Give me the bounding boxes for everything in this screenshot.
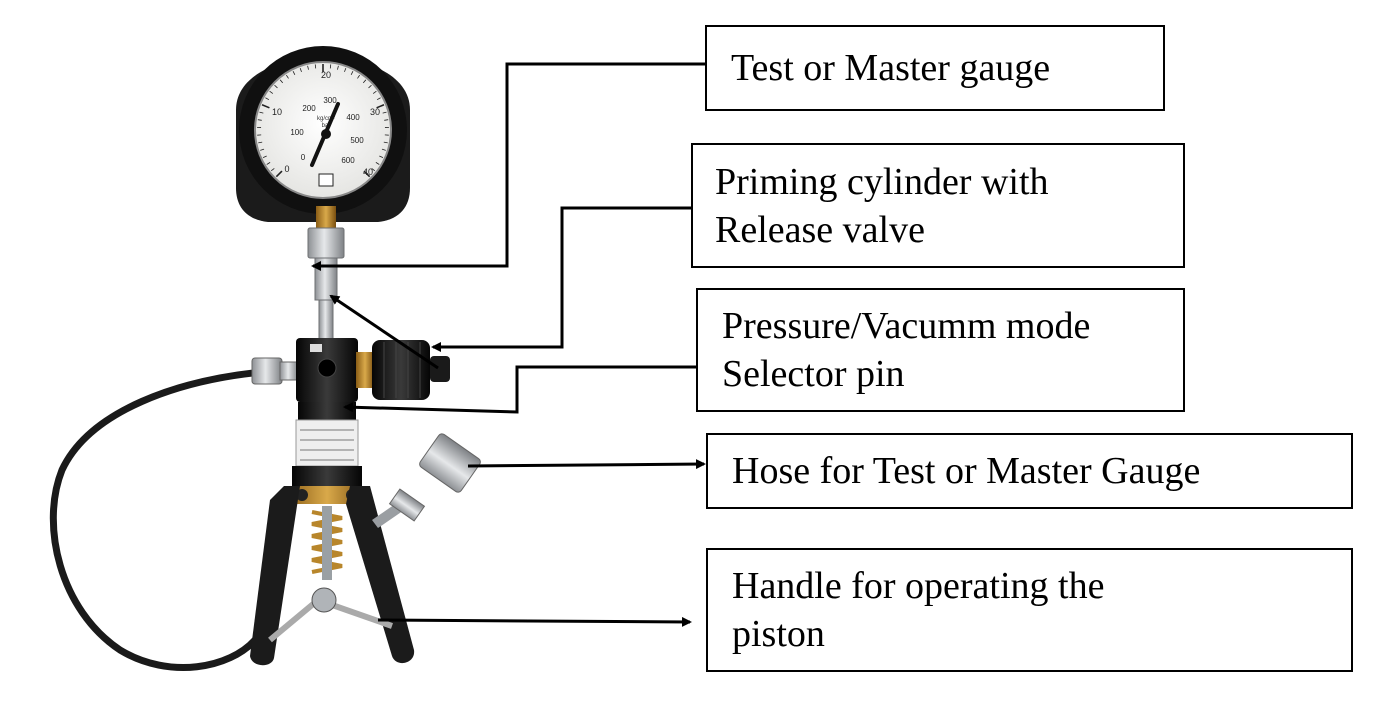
pump-body <box>292 338 362 488</box>
label-test-gauge: Test or Master gauge <box>705 25 1165 111</box>
inner-scale-500: 500 <box>350 136 364 145</box>
label-hose: Hose for Test or Master Gauge <box>706 433 1353 509</box>
outer-scale-0: 0 <box>284 164 289 174</box>
label-priming-line2: Release valve <box>715 208 925 251</box>
gauge-tick <box>307 65 309 70</box>
label-priming-line1: Priming cylinder with <box>715 160 1049 203</box>
label-handle: Handle for operating the piston <box>706 548 1353 672</box>
inner-scale: 0 100 200 300 400 500 600 <box>290 96 364 165</box>
gauge-tick <box>258 141 263 144</box>
gauge-tick <box>259 111 264 114</box>
inner-scale-600: 600 <box>341 156 355 165</box>
gauge-tick <box>337 65 339 70</box>
gauge-tick <box>285 74 289 79</box>
gauge-tick <box>257 119 262 121</box>
gauge-tick <box>275 170 283 178</box>
test-gauge: 0 10 20 30 40 0 100 200 300 400 500 600 … <box>236 46 410 222</box>
gauge-tick <box>384 119 389 121</box>
gauge-stem <box>307 206 345 341</box>
label-hose-text: Hose for Test or Master Gauge <box>732 450 1201 492</box>
inner-scale-200: 200 <box>302 104 316 113</box>
gauge-tick <box>260 148 265 151</box>
label-handle-line2: piston <box>732 613 825 655</box>
gauge-tick <box>269 90 274 94</box>
gauge-tick <box>279 79 284 84</box>
inner-scale-0: 0 <box>301 153 306 162</box>
gauge-tick <box>383 141 388 144</box>
label-selector-pin: Pressure/Vacumm mode Selector pin <box>696 288 1185 412</box>
gauge-tick <box>362 79 367 84</box>
label-test-gauge-text: Test or Master gauge <box>731 47 1051 89</box>
inner-scale-300: 300 <box>323 96 337 105</box>
gauge-logo <box>318 173 334 187</box>
left-hose-fitting <box>251 357 299 385</box>
gauge-tick <box>357 74 361 79</box>
gauge-tick <box>261 104 270 109</box>
gauge-tick <box>381 148 386 151</box>
leader-lines <box>311 62 706 627</box>
gauge-tick <box>372 90 377 94</box>
leader-hose <box>467 459 706 470</box>
inner-scale-100: 100 <box>290 128 304 137</box>
outer-scale-40: 40 <box>363 167 373 177</box>
label-handle-line1: Handle for operating the <box>732 565 1105 607</box>
gauge-tick <box>262 155 267 158</box>
leader-handle <box>377 616 692 627</box>
outer-scale-30: 30 <box>370 107 380 117</box>
gauge-tick <box>274 84 278 89</box>
leader-priming-inner <box>329 294 439 370</box>
gauge-tick <box>379 155 384 158</box>
piston-spring <box>311 506 343 580</box>
gauge-unit-top: kg/cm² <box>317 116 335 122</box>
label-selector-line1: Pressure/Vacumm mode <box>722 305 1091 347</box>
gauge-tick <box>270 168 275 172</box>
gauge-tick <box>368 84 372 89</box>
gauge-tick <box>363 170 371 178</box>
gauge-tick <box>344 67 347 72</box>
outer-scale-10: 10 <box>272 107 282 117</box>
gauge-tick <box>265 97 270 101</box>
outer-scale: 0 10 20 30 40 <box>272 70 380 177</box>
label-priming-cylinder: Priming cylinder with Release valve <box>691 143 1185 268</box>
gauge-tick <box>376 97 381 101</box>
gauge-tick <box>382 111 387 114</box>
gauge-tick <box>299 67 302 72</box>
leader-selector-pin <box>343 365 697 414</box>
gauge-tick <box>371 168 376 172</box>
gauge-ticks <box>257 64 389 178</box>
black-hose <box>49 368 266 671</box>
label-selector-line2: Selector pin <box>722 353 905 395</box>
test-hose-fitting <box>372 433 481 528</box>
gauge-tick <box>375 162 380 165</box>
outer-scale-20: 20 <box>321 70 331 80</box>
gauge-tick <box>350 71 354 75</box>
gauge-tick <box>292 71 296 75</box>
inner-scale-400: 400 <box>346 113 360 122</box>
leader-test-gauge <box>311 62 706 271</box>
gauge-tick <box>266 162 271 165</box>
priming-knob <box>356 340 450 400</box>
gauge-tick <box>376 104 385 109</box>
leader-priming-cylinder <box>431 206 692 352</box>
gauge-unit-bottom: bar <box>322 123 331 129</box>
